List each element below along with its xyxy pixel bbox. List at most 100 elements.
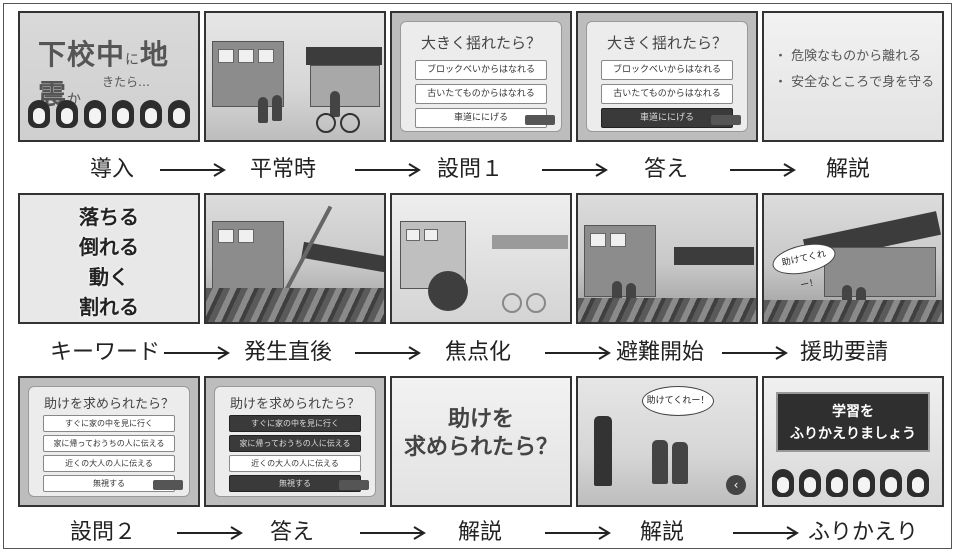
roof bbox=[306, 47, 382, 65]
window bbox=[610, 233, 626, 247]
cyclist-figure bbox=[330, 91, 340, 117]
quiz-option-correct[interactable]: 近くの大人の人に伝える bbox=[229, 455, 361, 472]
penguin-row bbox=[28, 100, 190, 128]
intro-subtitle: きたら… bbox=[102, 75, 151, 89]
window bbox=[258, 49, 274, 63]
intro-title: 下校中に地震か bbox=[38, 38, 170, 111]
slide-evacuation[interactable] bbox=[576, 193, 758, 324]
step-label: 解説 bbox=[458, 520, 503, 545]
quiz-question: 大きく揺れたら？ bbox=[420, 34, 541, 52]
penguin-icon bbox=[168, 100, 190, 128]
slide-help-request[interactable]: 助けてくれー！ bbox=[762, 193, 944, 324]
quiz-card: 助けを求められたら？ すぐに家の中を見に行く 家に帰っておうちの人に伝える 近く… bbox=[28, 386, 190, 497]
slide-explanation-3[interactable]: 助けてくれー！ ‹ bbox=[576, 376, 758, 507]
back-button-icon[interactable]: ‹ bbox=[726, 475, 746, 495]
penguin-icon bbox=[907, 469, 929, 497]
step-label: 答え bbox=[270, 520, 315, 545]
slide-intro[interactable]: 下校中に地震か きたら… bbox=[18, 11, 200, 142]
adult-figure bbox=[594, 416, 612, 486]
bicycle-wheel bbox=[340, 113, 360, 133]
window bbox=[238, 229, 254, 243]
penguin-icon bbox=[799, 469, 821, 497]
step-label: 援助要請 bbox=[800, 340, 889, 365]
roof bbox=[492, 235, 568, 249]
slide-aftermath[interactable] bbox=[204, 193, 386, 324]
next-button[interactable] bbox=[711, 115, 741, 125]
window bbox=[238, 49, 254, 63]
rubble bbox=[764, 300, 942, 322]
child-figure bbox=[272, 95, 282, 121]
collapsed-roof bbox=[301, 241, 384, 273]
bicycle-wheel bbox=[316, 113, 336, 133]
step-label: ふりかえり bbox=[808, 520, 919, 545]
child-figure bbox=[672, 442, 688, 484]
penguin-row bbox=[772, 469, 929, 497]
slide-review[interactable]: 学習を ふりかえりましょう bbox=[762, 376, 944, 507]
flow-arrow-icon bbox=[733, 526, 799, 540]
quiz-option-wrong[interactable]: 車道ににげる bbox=[601, 108, 733, 128]
quiz-card: 助けを求められたら？ すぐに家の中を見に行く 家に帰っておうちの人に伝える 近く… bbox=[214, 386, 376, 497]
review-board: 学習を ふりかえりましょう bbox=[776, 392, 930, 452]
house bbox=[824, 247, 936, 297]
quiz-option[interactable]: 古いたてものからはなれる bbox=[601, 84, 733, 104]
quiz-card: 大きく揺れたら？ ブロックべいからはなれる 古いたてものからはなれる 車道ににげ… bbox=[586, 21, 748, 132]
flow-arrow-icon bbox=[722, 346, 788, 360]
flow-arrow-icon bbox=[545, 526, 611, 540]
keyword: 落ちる bbox=[79, 205, 139, 229]
window bbox=[218, 49, 234, 63]
slide-explanation-1[interactable]: ・ 危険なものから離れる ・ 安全なところで身を守る bbox=[762, 11, 944, 142]
penguin-icon bbox=[140, 100, 162, 128]
penguin-icon bbox=[853, 469, 875, 497]
child-figure bbox=[612, 281, 622, 307]
penguin-icon bbox=[84, 100, 106, 128]
quiz-option[interactable]: 古いたてものからはなれる bbox=[415, 84, 547, 104]
keyword: 倒れる bbox=[79, 235, 139, 259]
flow-arrow-icon bbox=[730, 163, 796, 177]
step-label: 解説 bbox=[640, 520, 685, 545]
step-label: 避難開始 bbox=[616, 340, 705, 365]
slide-keywords[interactable]: 落ちる 倒れる 動く 割れる bbox=[18, 193, 200, 324]
slide-quiz-1[interactable]: 大きく揺れたら？ ブロックべいからはなれる 古いたてものからはなれる 車道ににげ… bbox=[390, 11, 572, 142]
keyword: 割れる bbox=[79, 295, 139, 319]
quiz-option[interactable]: 家に帰っておうちの人に伝える bbox=[43, 435, 175, 452]
quiz-question: 大きく揺れたら？ bbox=[606, 34, 727, 52]
flow-arrow-icon bbox=[164, 346, 230, 360]
step-label: 設問２ bbox=[70, 520, 137, 545]
quiz-option[interactable]: 近くの大人の人に伝える bbox=[43, 455, 175, 472]
child-figure bbox=[626, 283, 636, 309]
quiz-option-wrong[interactable]: 家に帰っておうちの人に伝える bbox=[229, 435, 361, 452]
slide-focus[interactable] bbox=[390, 193, 572, 324]
flow-arrow-icon bbox=[160, 163, 226, 177]
penguin-icon bbox=[880, 469, 902, 497]
next-button[interactable] bbox=[153, 480, 183, 490]
quiz-option[interactable]: ブロックべいからはなれる bbox=[415, 60, 547, 80]
slide-quiz-2[interactable]: 助けを求められたら？ すぐに家の中を見に行く 家に帰っておうちの人に伝える 近く… bbox=[18, 376, 200, 507]
roof bbox=[674, 247, 754, 265]
slide-explanation-2[interactable]: 助けを 求められたら？ bbox=[390, 376, 572, 507]
quiz-option[interactable]: すぐに家の中を見に行く bbox=[43, 415, 175, 432]
step-label: キーワード bbox=[50, 340, 161, 365]
next-button[interactable] bbox=[525, 115, 555, 125]
step-label: 設問１ bbox=[437, 157, 504, 182]
window bbox=[424, 229, 438, 241]
flow-arrow-icon bbox=[177, 526, 243, 540]
flow-arrow-icon bbox=[542, 163, 608, 177]
flow-arrow-icon bbox=[355, 346, 421, 360]
explanation-bullet: ・ 安全なところで身を守る bbox=[774, 75, 935, 90]
quiz-option[interactable]: ブロックべいからはなれる bbox=[601, 60, 733, 80]
slide-answer-1[interactable]: 大きく揺れたら？ ブロックべいからはなれる 古いたてものからはなれる 車道ににげ… bbox=[576, 11, 758, 142]
penguin-icon bbox=[772, 469, 794, 497]
quiz-question: 助けを求められたら？ bbox=[229, 397, 360, 412]
slide-answer-2[interactable]: 助けを求められたら？ すぐに家の中を見に行く 家に帰っておうちの人に伝える 近く… bbox=[204, 376, 386, 507]
step-label: 発生直後 bbox=[244, 340, 333, 365]
child-figure bbox=[842, 285, 852, 311]
child-figure bbox=[258, 97, 268, 123]
storyboard-frame bbox=[3, 3, 952, 549]
flow-arrow-icon bbox=[360, 526, 426, 540]
slide-normal-street[interactable] bbox=[204, 11, 386, 142]
quiz-option-wrong[interactable]: すぐに家の中を見に行く bbox=[229, 415, 361, 432]
focus-highlight bbox=[428, 271, 468, 311]
next-button[interactable] bbox=[339, 480, 369, 490]
rubble bbox=[206, 288, 384, 322]
step-label: 平常時 bbox=[250, 157, 317, 182]
